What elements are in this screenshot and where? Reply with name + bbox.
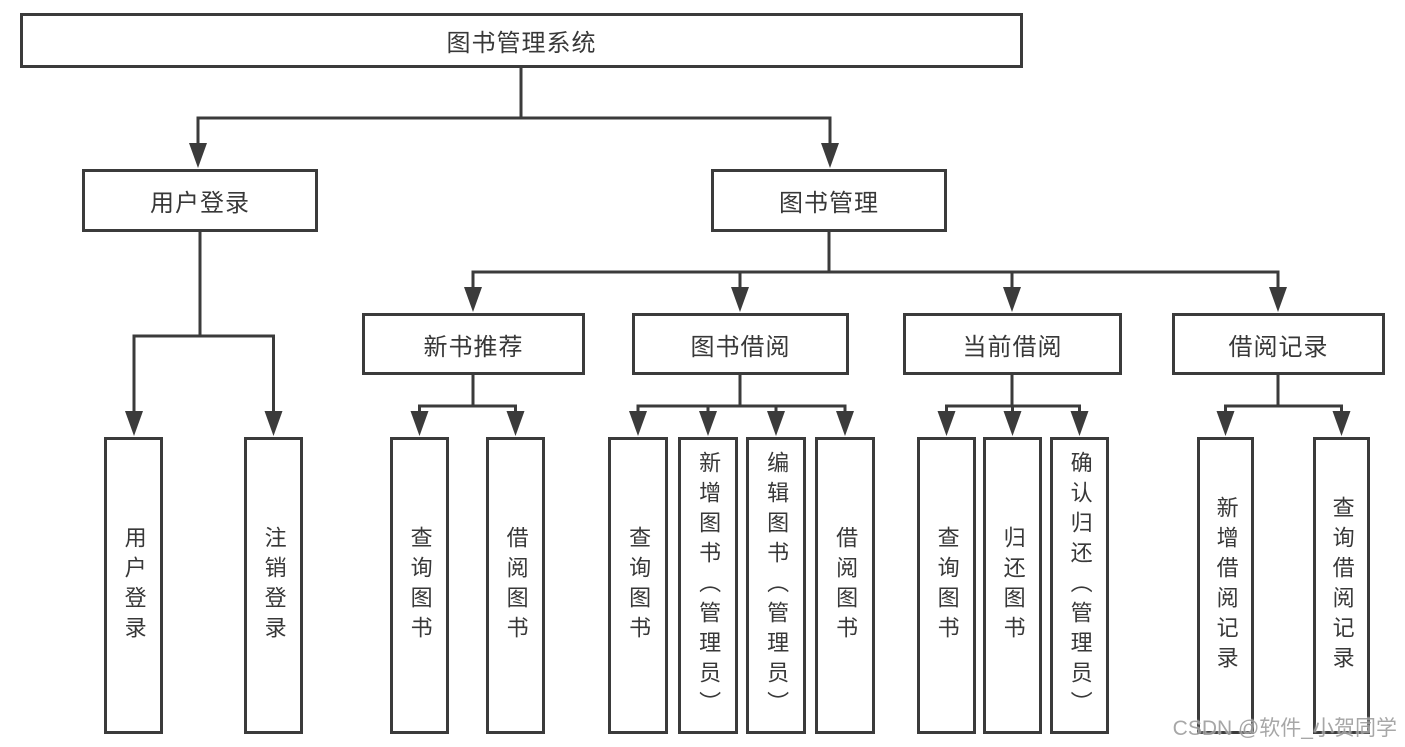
- leaf-add-borrow-record: 新增借阅记录: [1197, 437, 1254, 734]
- node-new-book-recommendation: 新书推荐: [362, 313, 585, 375]
- leaf-query-books-current: 查询图书: [917, 437, 976, 734]
- leaf-edit-books-admin-label: 编辑图书（管理员）: [764, 450, 790, 721]
- leaf-query-books-recommend: 查询图书: [390, 437, 449, 734]
- leaf-add-borrow-record-label: 新增借阅记录: [1213, 495, 1239, 676]
- leaf-user-login-label: 用户登录: [121, 525, 147, 646]
- leaf-return-books-label: 归还图书: [1000, 525, 1026, 646]
- csdn-watermark: CSDN @软件_小贺同学: [1172, 717, 1397, 740]
- leaf-borrow-books-recommend-label: 借阅图书: [503, 525, 529, 646]
- leaf-query-books-borrow: 查询图书: [608, 437, 668, 734]
- node-user-login: 用户登录: [82, 169, 318, 232]
- leaf-query-borrow-record: 查询借阅记录: [1313, 437, 1370, 734]
- connector-current-borrow-children: [937, 375, 1089, 436]
- node-borrowing-records: 借阅记录: [1172, 313, 1385, 375]
- connector-user-login-children: [125, 232, 283, 436]
- node-library-management-system: 图书管理系统: [20, 13, 1023, 68]
- node-book-management: 图书管理: [711, 169, 947, 232]
- node-current-borrowing: 当前借阅: [903, 313, 1122, 375]
- leaf-query-books-current-label: 查询图书: [934, 525, 960, 646]
- connector-new-book-children: [410, 375, 525, 436]
- leaf-logout-label: 注销登录: [261, 525, 287, 646]
- leaf-confirm-return-admin: 确认归还（管理员）: [1050, 437, 1109, 734]
- leaf-edit-books-admin: 编辑图书（管理员）: [746, 437, 806, 734]
- leaf-confirm-return-admin-label: 确认归还（管理员）: [1067, 450, 1093, 721]
- connector-root-to-level2: [189, 68, 839, 168]
- leaf-user-login: 用户登录: [104, 437, 163, 734]
- leaf-query-books-borrow-label: 查询图书: [626, 525, 652, 646]
- leaf-query-borrow-record-label: 查询借阅记录: [1329, 495, 1355, 676]
- leaf-add-books-admin: 新增图书（管理员）: [678, 437, 738, 734]
- connector-book-borrow-children: [629, 375, 854, 436]
- connector-borrow-records-children: [1216, 375, 1351, 436]
- leaf-add-books-admin-label: 新增图书（管理员）: [696, 450, 722, 721]
- node-book-borrowing: 图书借阅: [632, 313, 849, 375]
- leaf-borrow-books-recommend: 借阅图书: [486, 437, 545, 734]
- leaf-borrow-books: 借阅图书: [815, 437, 875, 734]
- leaf-borrow-books-label: 借阅图书: [833, 525, 859, 646]
- leaf-query-books-recommend-label: 查询图书: [407, 525, 433, 646]
- connector-book-management-children: [464, 232, 1287, 312]
- leaf-logout: 注销登录: [244, 437, 303, 734]
- leaf-return-books: 归还图书: [983, 437, 1042, 734]
